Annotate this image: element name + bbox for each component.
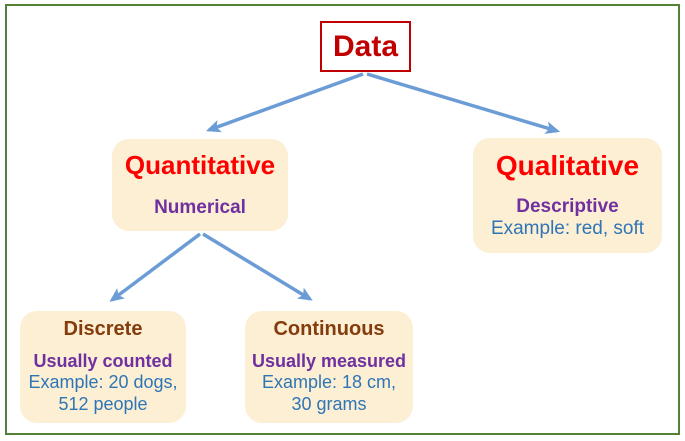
node-qualitative-example: Example: red, soft	[490, 218, 645, 240]
node-quantitative-subtitle: Numerical	[154, 196, 246, 218]
node-continuous-example-line2: 30 grams	[291, 394, 367, 415]
arrow-quantitative-to-continuous	[202, 232, 313, 301]
node-continuous-title: Continuous	[273, 317, 385, 340]
node-continuous-subtitle: Usually measured	[251, 350, 407, 371]
node-continuous-example-line1: Example: 18 cm,	[261, 372, 397, 393]
node-data: Data	[320, 21, 411, 72]
node-discrete-example-line1: Example: 20 dogs,	[28, 372, 178, 393]
arrow-data-to-qualitative	[366, 72, 561, 134]
node-qualitative-subtitle: Descriptive	[516, 195, 619, 217]
node-qualitative: Qualitative Descriptive Example: red, so…	[473, 138, 662, 253]
node-qualitative-title: Qualitative	[495, 149, 640, 181]
node-quantitative-title: Quantitative	[124, 149, 276, 180]
node-quantitative: Quantitative Numerical	[112, 139, 288, 231]
arrow-data-to-quantitative	[205, 72, 364, 133]
node-data-label: Data	[332, 29, 399, 63]
arrow-quantitative-to-discrete	[109, 232, 202, 302]
node-discrete: Discrete Usually counted Example: 20 dog…	[20, 311, 186, 423]
node-continuous: Continuous Usually measured Example: 18 …	[245, 311, 413, 423]
node-discrete-title: Discrete	[63, 317, 143, 340]
node-discrete-example-line2: 512 people	[58, 394, 148, 415]
node-discrete-example: Example: 20 dogs, 512 people	[28, 372, 177, 416]
node-continuous-example: Example: 18 cm, 30 grams	[262, 372, 396, 416]
node-discrete-subtitle: Usually counted	[33, 350, 173, 371]
